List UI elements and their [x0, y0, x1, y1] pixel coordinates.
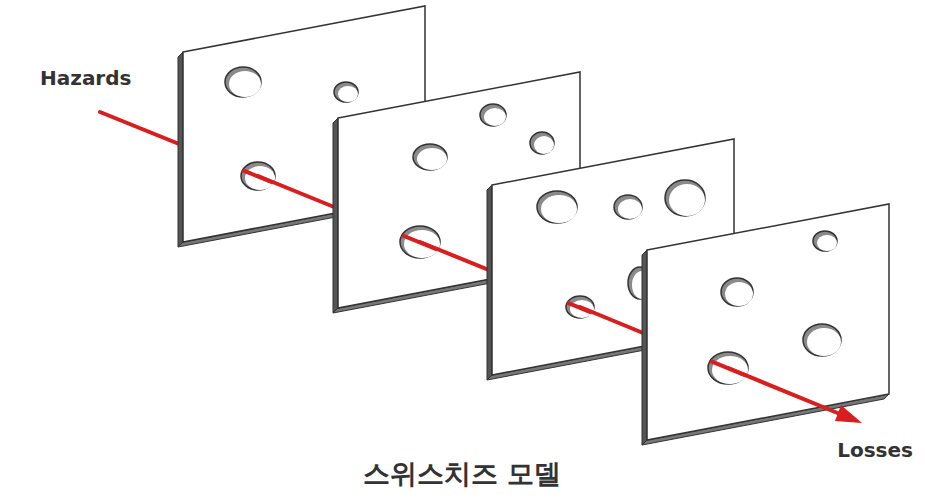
flow-label: Hazards: [40, 66, 131, 90]
flow-label: Losses: [837, 438, 913, 462]
cheese-slice: [642, 204, 889, 445]
hazard-line: [728, 368, 840, 414]
arrow-head: [835, 405, 862, 423]
diagram-caption: 스위스치즈 모델: [363, 456, 561, 492]
